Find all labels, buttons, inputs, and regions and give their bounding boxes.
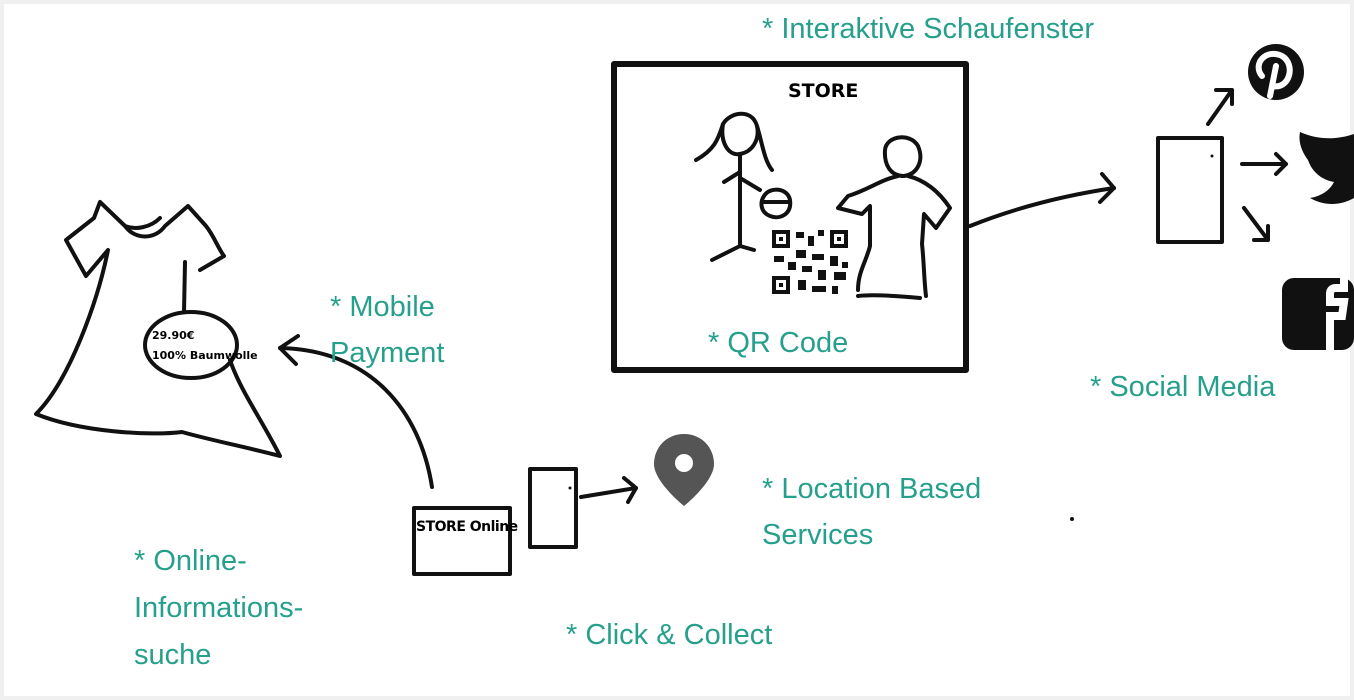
twitter-icon [1299, 132, 1354, 204]
arrow-pinterest [1206, 88, 1234, 126]
label-social-media: * Social Media [1090, 371, 1276, 403]
store-online-box [412, 506, 512, 576]
store-online-label: STORE Online [416, 519, 518, 535]
woman-sketch [694, 111, 774, 262]
label-mobile-payment: * Mobile Payment [330, 291, 445, 369]
qr-code-icon [770, 228, 850, 296]
label-qr-code: * QR Code [708, 327, 849, 359]
label-location-based-services: * Location Based Services [762, 473, 982, 551]
label-online-informationssuche: * Online- Informations- suche [134, 545, 304, 671]
pinterest-icon [1248, 44, 1304, 100]
share-arrow [968, 186, 1116, 228]
child-sketch [759, 187, 793, 220]
price-tag: 29.90€ 100% Baumwolle [152, 326, 258, 366]
arrow-facebook [1242, 206, 1270, 242]
store-sign: STORE [788, 80, 859, 102]
store-window [611, 61, 969, 373]
man-sketch [836, 135, 952, 300]
arrow-twitter [1240, 152, 1288, 176]
facebook-icon [1282, 276, 1354, 350]
price-tag-material: 100% Baumwolle [152, 349, 258, 362]
price-tag-price: 29.90€ [152, 329, 195, 342]
phone-social [1156, 136, 1224, 244]
phone-dot [1210, 154, 1214, 158]
label-interaktive-schaufenster: * Interaktive Schaufenster [762, 13, 1095, 45]
location-arrow [579, 486, 638, 499]
phone-sketch [528, 467, 578, 549]
mobile-payment-arrow [278, 346, 434, 489]
dress-sketch [34, 200, 282, 458]
label-click-collect: * Click & Collect [566, 619, 773, 651]
